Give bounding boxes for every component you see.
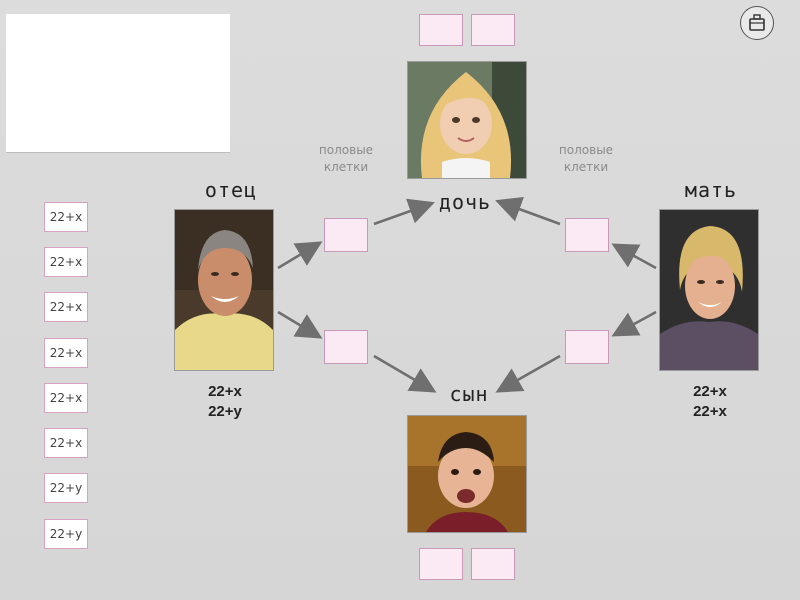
son-slot-1[interactable]: [419, 548, 463, 580]
arrow-mother-to-gamete-top: [616, 246, 656, 268]
mother-label: мать: [676, 178, 746, 202]
chip-3[interactable]: 22+x: [44, 292, 88, 322]
father-photo: [175, 210, 273, 370]
arrow-father-to-gamete-bottom: [278, 312, 318, 336]
chip-8[interactable]: 22+y: [44, 519, 88, 549]
chip-2[interactable]: 22+x: [44, 247, 88, 277]
father-karyotype: 22+x 22+y: [190, 382, 260, 422]
arrow-gamete-to-son-left: [374, 356, 432, 390]
chip-4[interactable]: 22+x: [44, 338, 88, 368]
chip-7[interactable]: 22+y: [44, 473, 88, 503]
chip-1[interactable]: 22+x: [44, 202, 88, 232]
chip-5[interactable]: 22+x: [44, 383, 88, 413]
daughter-photo: [408, 62, 526, 178]
son-label: сын: [434, 382, 504, 406]
case-icon[interactable]: [740, 6, 774, 40]
gametes-label-right: половые клетки: [546, 142, 626, 176]
gametes-label-left: половые клетки: [306, 142, 386, 176]
daughter-slot-2[interactable]: [471, 14, 515, 46]
father-gamete-slot-bottom[interactable]: [324, 330, 368, 364]
arrow-gamete-to-daughter-right: [500, 202, 560, 224]
mother-karyotype: 22+x 22+x: [675, 382, 745, 422]
son-photo: [408, 416, 526, 532]
arrow-mother-to-gamete-bottom: [616, 312, 656, 334]
mother-gamete-slot-top[interactable]: [565, 218, 609, 252]
blank-panel: [6, 14, 230, 153]
chip-6[interactable]: 22+x: [44, 428, 88, 458]
daughter-slot-1[interactable]: [419, 14, 463, 46]
arrow-gamete-to-son-right: [500, 356, 560, 390]
arrow-father-to-gamete-top: [278, 244, 318, 268]
mother-photo: [660, 210, 758, 370]
mother-gamete-slot-bottom[interactable]: [565, 330, 609, 364]
arrow-gamete-to-daughter-left: [374, 204, 430, 224]
daughter-label: дочь: [430, 190, 500, 214]
son-slot-2[interactable]: [471, 548, 515, 580]
father-gamete-slot-top[interactable]: [324, 218, 368, 252]
father-label: отец: [196, 178, 266, 202]
